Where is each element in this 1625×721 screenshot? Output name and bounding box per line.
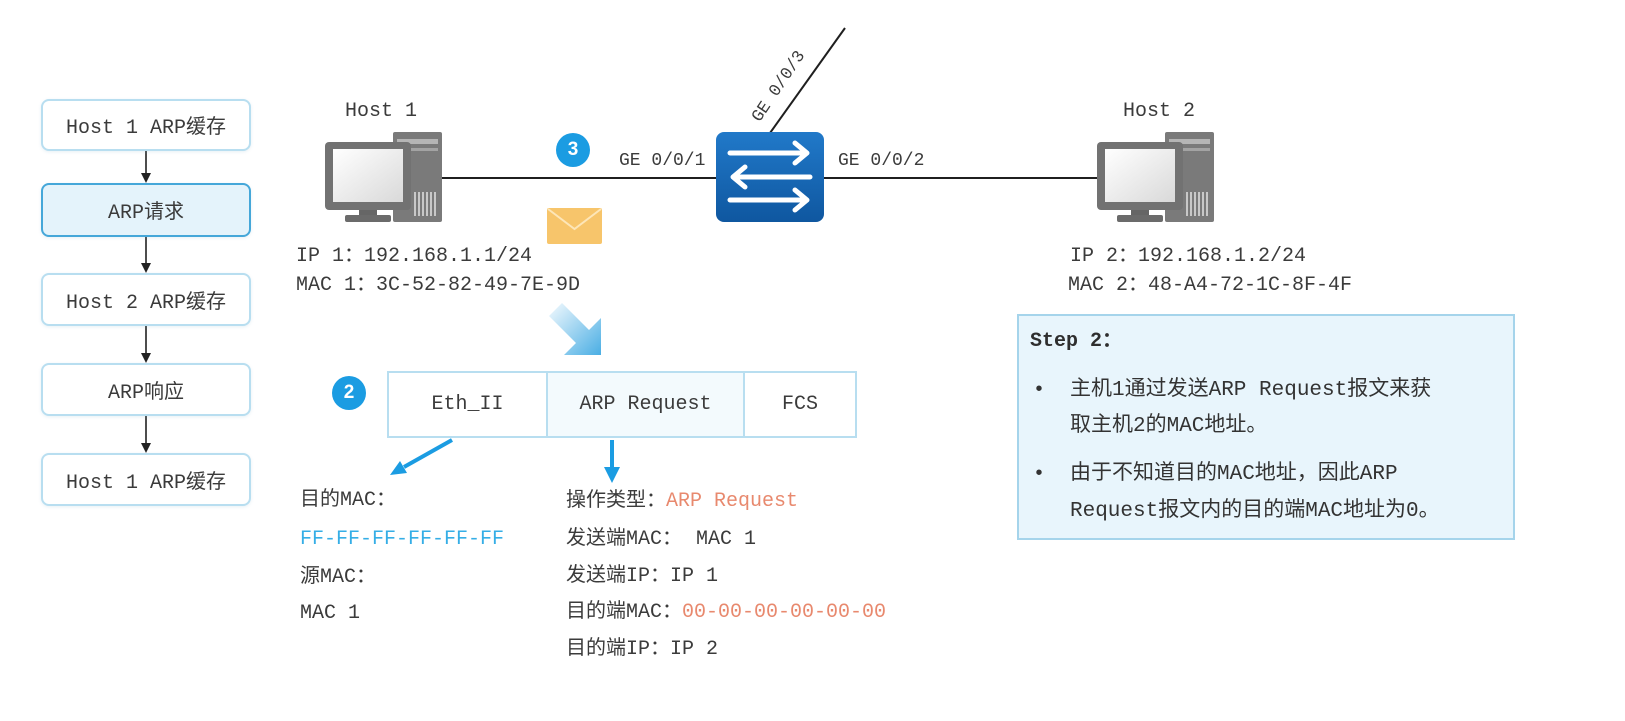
arp-sender-mac-value: MAC 1 <box>696 528 757 551</box>
frame-field-arp-request: ARP Request <box>548 373 745 436</box>
host-2-stand-base <box>1117 215 1163 222</box>
arp-op-value: ARP Request <box>666 490 799 513</box>
bullet-dot-icon <box>1033 456 1045 493</box>
flow-connectors <box>141 151 151 453</box>
step-note-title: Step 2： <box>1030 330 1123 353</box>
arp-target-ip-value: IP 2 <box>670 638 719 661</box>
arp-sender-mac-row: 发送端MAC： MAC 1 <box>566 528 756 552</box>
arp-detail-pointer <box>604 440 620 483</box>
host-2-screen <box>1105 149 1175 202</box>
host-1-vents <box>414 192 436 216</box>
host-2-mac: MAC 2：48-A4-72-1C-8F-4F <box>1068 274 1353 297</box>
host-1-drive-bay-2 <box>397 148 438 151</box>
arp-sender-ip-label: 发送端IP： <box>566 565 671 588</box>
step-note-box: Step 2： 主机1通过发送ARP Request报文来获 取主机2的MAC地… <box>1017 314 1515 540</box>
flow-step-2: ARP请求 <box>41 183 251 237</box>
arp-target-ip-row: 目的端IP：IP 2 <box>566 638 718 662</box>
step-badge-3: 3 <box>556 133 590 167</box>
flow-step-4: ARP响应 <box>41 363 251 416</box>
host-2-computer-icon <box>1097 132 1214 222</box>
flow-arrow-1 <box>141 151 151 183</box>
arp-sender-mac-label: 发送端MAC： <box>566 528 683 551</box>
flow-arrow-4 <box>141 416 151 453</box>
host-2-drive-bay-2 <box>1169 148 1210 151</box>
host-1-ip: IP 1：192.168.1.1/24 <box>296 245 533 268</box>
arp-target-ip-label: 目的端IP： <box>566 638 671 661</box>
switch-arrow-left <box>730 164 813 190</box>
flow-arrow-3 <box>141 326 151 363</box>
flow-step-5: Host 1 ARP缓存 <box>41 453 251 506</box>
step-note-bullet-1: 主机1通过发送ARP Request报文来获 取主机2的MAC地址。 <box>1019 372 1513 452</box>
step-note-bullet-2: 由于不知道目的MAC地址，因此ARP Request报文内的目的端MAC地址为0… <box>1019 456 1513 536</box>
arp-sender-ip-value: IP 1 <box>670 565 719 588</box>
host-1-screen <box>333 149 403 202</box>
frame-field-eth-ii: Eth_II <box>389 373 548 436</box>
arp-target-mac-row: 目的端MAC：00-00-00-00-00-00 <box>566 601 886 625</box>
arp-target-mac-label: 目的端MAC： <box>566 601 683 624</box>
host-1-label: Host 1 <box>345 100 418 123</box>
host-2-label: Host 2 <box>1123 100 1196 123</box>
step-note-bullet-2-line-2: Request报文内的目的端MAC地址为0。 <box>1070 500 1440 523</box>
host-1-stand-neck <box>359 210 377 215</box>
eth-src-mac-label: 源MAC： <box>300 566 377 589</box>
port-ge-0-0-1-label: GE 0/0/1 <box>619 151 706 171</box>
bullet-dot-icon <box>1033 372 1045 409</box>
step-note-bullet-2-line-1: 由于不知道目的MAC地址，因此ARP <box>1070 463 1398 486</box>
eth-dst-mac-value: FF-FF-FF-FF-FF-FF <box>300 528 505 551</box>
host-2-vents <box>1186 192 1208 216</box>
eth-src-mac-value: MAC 1 <box>300 602 361 625</box>
step-note-bullet-1-line-1: 主机1通过发送ARP Request报文来获 <box>1070 379 1432 402</box>
link-switch-uplink <box>769 27 846 134</box>
eth-detail-pointer <box>390 438 453 475</box>
arp-frame-structure: Eth_II ARP Request FCS <box>387 371 857 438</box>
host-1-mac: MAC 1：3C-52-82-49-7E-9D <box>296 274 581 297</box>
host-1-stand-base <box>345 215 391 222</box>
host-1-drive-bay <box>397 139 438 144</box>
flow-step-1: Host 1 ARP缓存 <box>41 99 251 151</box>
frame-field-fcs: FCS <box>781 393 818 416</box>
host-2-ip: IP 2：192.168.1.2/24 <box>1070 245 1307 268</box>
switch-arrows <box>727 140 813 213</box>
arp-target-mac-value: 00-00-00-00-00-00 <box>682 601 887 624</box>
flow-arrow-2 <box>141 237 151 273</box>
envelope-icon <box>547 208 602 244</box>
port-ge-0-0-2-label: GE 0/0/2 <box>838 151 925 171</box>
host-1-computer-icon <box>325 132 442 222</box>
arp-sender-ip-row: 发送端IP：IP 1 <box>566 565 718 589</box>
host-2-stand-neck <box>1131 210 1149 215</box>
step-note-bullet-1-line-2: 取主机2的MAC地址。 <box>1070 415 1268 438</box>
host-2-drive-bay <box>1169 139 1210 144</box>
switch-arrow-right-bottom <box>727 187 810 213</box>
flow-step-3: Host 2 ARP缓存 <box>41 273 251 326</box>
switch-icon <box>716 132 824 222</box>
step-badge-2: 2 <box>332 376 366 410</box>
down-right-arrow-icon <box>549 303 601 355</box>
arp-op-row: 操作类型：ARP Request <box>566 490 798 514</box>
eth-dst-mac-label: 目的MAC： <box>300 489 397 512</box>
arp-op-label: 操作类型： <box>566 490 666 513</box>
switch-arrow-right-top <box>727 140 810 166</box>
